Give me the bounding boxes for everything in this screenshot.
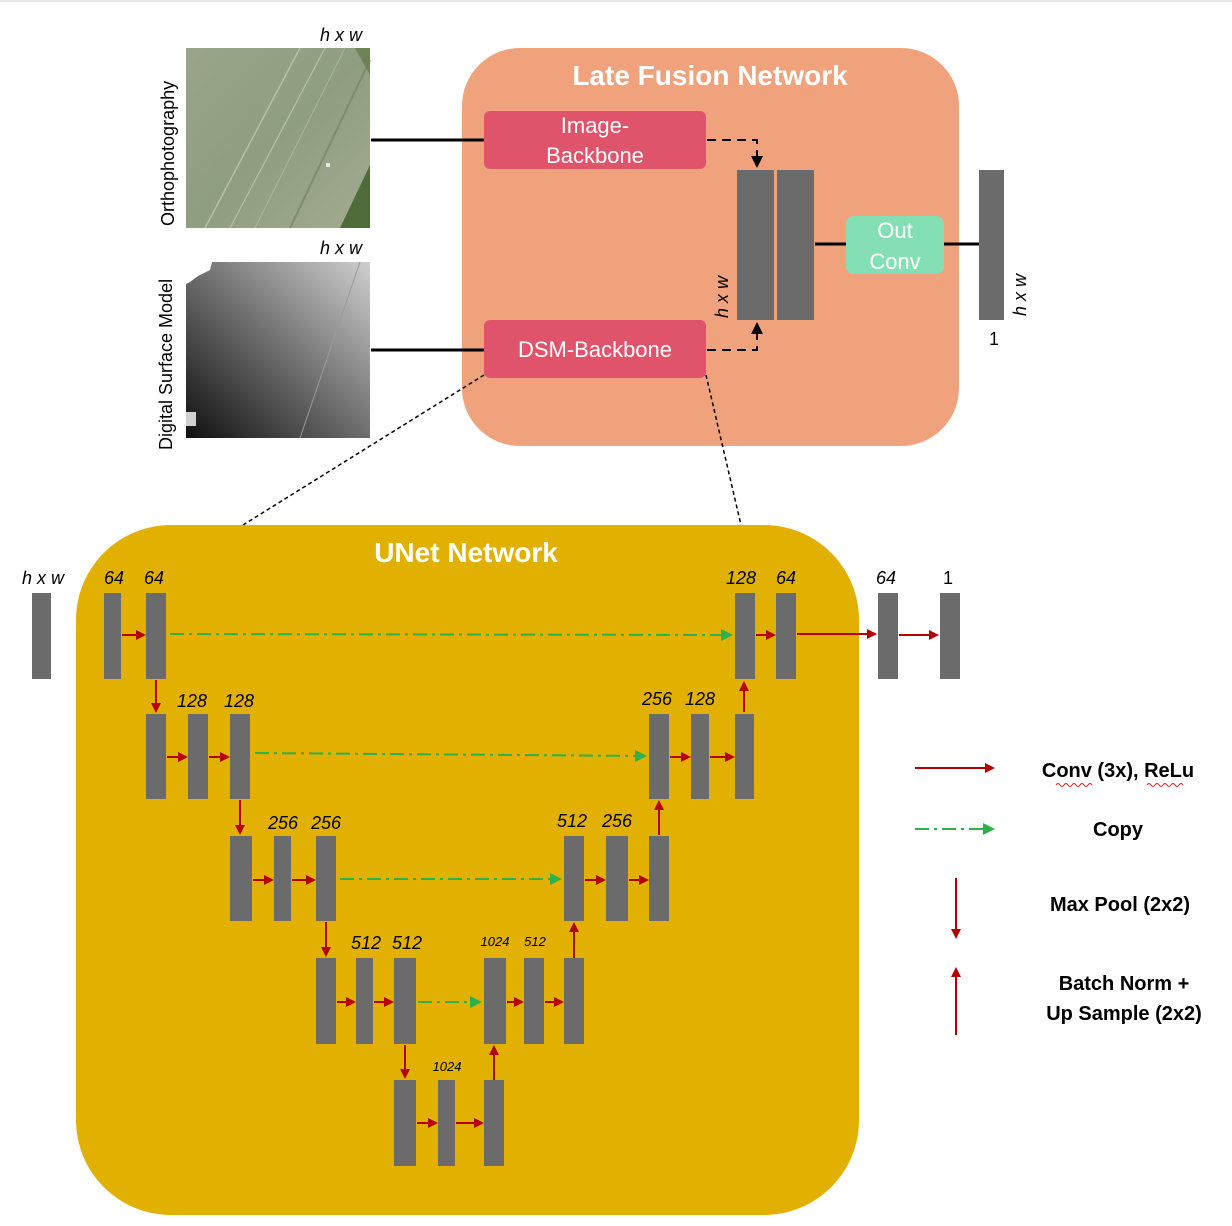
- dsm-to-concat-arrow: [707, 322, 763, 351]
- l3-enc-bar-0: [230, 836, 252, 921]
- l3-dec-bar-2: [606, 836, 628, 921]
- l2-enc-bar-0: [146, 714, 166, 799]
- l4-enc-label-1: 512: [351, 933, 381, 953]
- l3-dec-label-2: 256: [601, 811, 633, 831]
- legend-spell-underline: [1146, 783, 1184, 787]
- legend-spell-underline: [1055, 783, 1093, 787]
- bottleneck-label: 1024: [433, 1059, 462, 1074]
- l1-enc-bar-2: [146, 593, 166, 679]
- l2-enc-bar-1: [188, 714, 208, 799]
- l4-dec-bar-1: [484, 958, 506, 1044]
- l1-enc-label-1: 64: [104, 568, 124, 588]
- concat-bar-image: [737, 170, 774, 320]
- concat-dim: h x w: [712, 275, 732, 318]
- orthophoto-image: [186, 47, 371, 229]
- image-backbone-box: [484, 111, 706, 169]
- l2-enc-label-2: 128: [224, 691, 254, 711]
- zoom-line-right: [705, 374, 742, 526]
- unet-title: UNet Network: [374, 537, 558, 568]
- legend-upsample-line1: Batch Norm +: [1059, 973, 1190, 995]
- late-fusion-title: Late Fusion Network: [572, 60, 848, 91]
- copy-arrow-l2: [254, 749, 647, 762]
- l2-dec-bar-1: [649, 714, 669, 799]
- l3-enc-bar-2: [316, 836, 336, 921]
- unet-out-label-2: 1: [943, 568, 953, 588]
- l4-dec-bar-2: [524, 958, 544, 1044]
- concat-bar-dsm: [777, 170, 814, 320]
- image-to-concat-arrow: [707, 139, 763, 168]
- unet-input-bar: [32, 593, 51, 679]
- bottleneck-bar-2: [484, 1080, 504, 1166]
- bottleneck-bar-1: [438, 1080, 455, 1166]
- l4-enc-bar-2: [394, 958, 416, 1044]
- unet-out-label-1: 64: [876, 568, 896, 588]
- dsm-backbone-box: [484, 320, 706, 378]
- unet-out-bar-2: [940, 593, 960, 679]
- legend: Conv (3x), ReLu Copy Max Pool (2x2) Batc…: [915, 760, 1202, 1035]
- l1-dec-label-1: 128: [726, 568, 756, 588]
- ortho-label: Orthophotography: [158, 81, 178, 226]
- l1-enc-label-2: 64: [144, 568, 164, 588]
- fusion-output-bar: [979, 170, 1004, 320]
- l2-dec-bar-3: [735, 714, 754, 799]
- fusion-output-channels: 1: [989, 329, 999, 349]
- dsm-image: [186, 261, 370, 439]
- zoom-line-left: [242, 374, 485, 526]
- l4-dec-label-1: 1024: [481, 934, 510, 949]
- l4-enc-label-2: 512: [392, 933, 422, 953]
- image-backbone-line1: Image-: [561, 113, 629, 138]
- l2-dec-bar-2: [691, 714, 709, 799]
- l4-dec-label-2: 512: [524, 934, 546, 949]
- legend-maxpool-label: Max Pool (2x2): [1050, 894, 1190, 916]
- l3-enc-bar-1: [274, 836, 291, 921]
- l3-enc-label-2: 256: [310, 813, 342, 833]
- l1-dec-bar-1: [735, 593, 755, 679]
- l4-dec-bar-3: [564, 958, 584, 1044]
- image-backbone-line2: Backbone: [546, 143, 644, 168]
- l1-dec-bar-2: [776, 593, 796, 679]
- fusion-output-dim: h x w: [1010, 273, 1030, 316]
- l4-enc-bar-1: [356, 958, 373, 1044]
- bottleneck-bar-0: [394, 1080, 416, 1166]
- dsm-dim: h x w: [320, 238, 363, 258]
- dsm-backbone-label: DSM-Backbone: [518, 337, 672, 362]
- l2-dec-label-1: 256: [641, 689, 673, 709]
- l1-enc-bar-1: [104, 593, 121, 679]
- unet-panel: [76, 525, 859, 1215]
- legend-conv-label: Conv (3x), ReLu: [1042, 760, 1194, 782]
- legend-upsample-line2: Up Sample (2x2): [1046, 1003, 1202, 1025]
- l1-dec-label-2: 64: [776, 568, 796, 588]
- l3-dec-bar-1: [564, 836, 584, 921]
- unet-input-dim: h x w: [22, 568, 65, 588]
- l2-enc-label-1: 128: [177, 691, 207, 711]
- copy-arrow-l1: [169, 628, 733, 641]
- l2-dec-label-2: 128: [685, 689, 715, 709]
- dsm-label: Digital Surface Model: [156, 279, 176, 450]
- l3-dec-label-1: 512: [557, 811, 587, 831]
- unet-out-bar-1: [878, 593, 898, 679]
- l3-dec-bar-3: [649, 836, 669, 921]
- out-conv-box: [846, 216, 944, 274]
- l3-enc-label-1: 256: [267, 813, 299, 833]
- l2-enc-bar-2: [230, 714, 250, 799]
- ortho-dim: h x w: [320, 25, 363, 45]
- l4-enc-bar-0: [316, 958, 336, 1044]
- legend-copy-label: Copy: [1093, 819, 1144, 841]
- out-conv-line2: Conv: [869, 249, 920, 274]
- out-conv-line1: Out: [877, 218, 912, 243]
